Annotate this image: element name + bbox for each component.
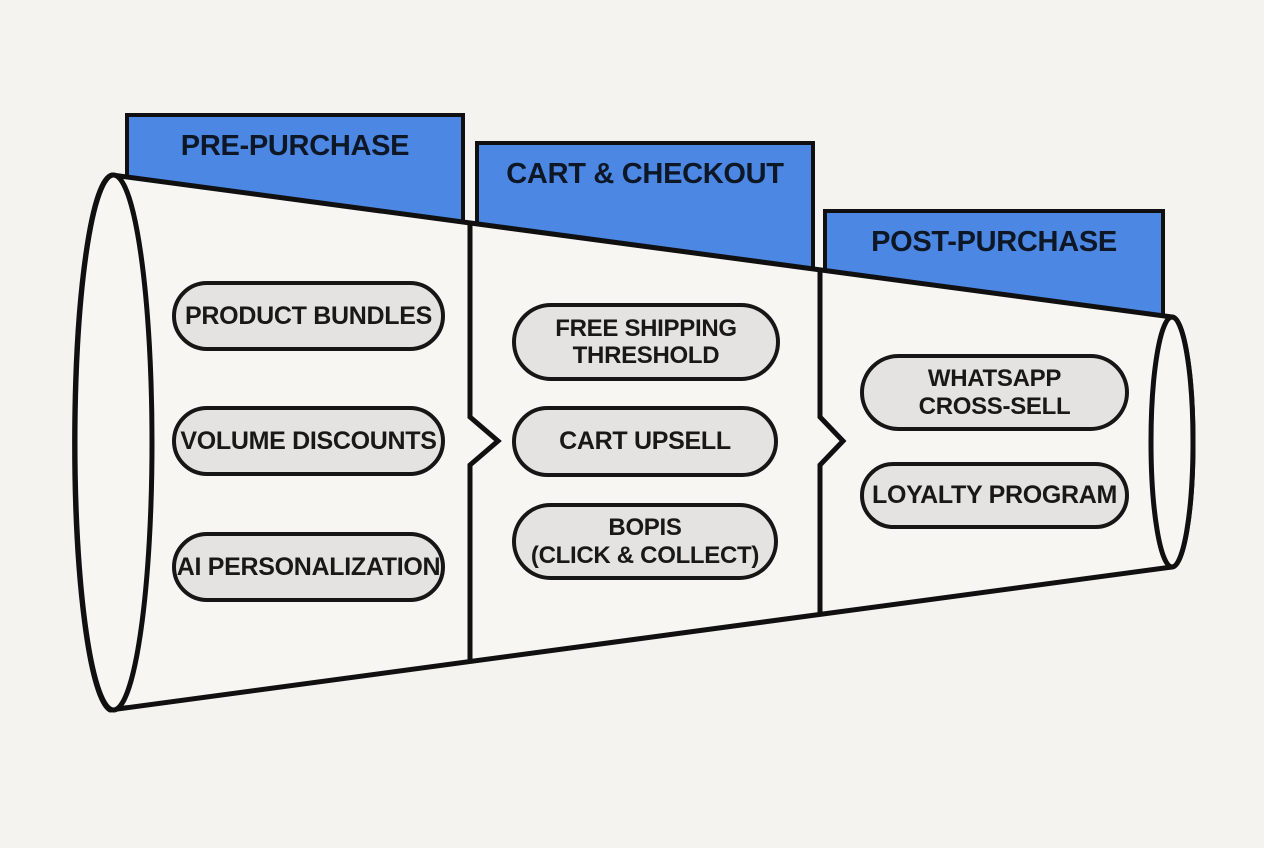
pill-line: (CLICK & COLLECT) <box>530 541 760 569</box>
pill-whatsapp-cross-sell: WHATSAPP CROSS-SELL <box>860 354 1129 431</box>
pill-line: CART UPSELL <box>559 427 731 456</box>
pill-loyalty-program: LOYALTY PROGRAM <box>860 462 1129 529</box>
pill-line: THRESHOLD <box>572 342 720 369</box>
funnel-mouth-left-ellipse <box>72 172 155 713</box>
divider-chevron-2 <box>817 271 847 614</box>
divider-chevron-1 <box>467 224 502 661</box>
pill-product-bundles: PRODUCT BUNDLES <box>172 281 445 351</box>
pill-cart-upsell: CART UPSELL <box>512 406 778 477</box>
pill-line: CROSS-SELL <box>918 392 1071 420</box>
pill-line: FREE SHIPPING <box>555 314 737 342</box>
pill-line: BOPIS <box>608 514 682 542</box>
pill-line: AI PERSONALIZATION <box>176 552 441 581</box>
pill-line: LOYALTY PROGRAM <box>871 481 1118 510</box>
pill-free-shipping-threshold: FREE SHIPPING THRESHOLD <box>512 303 780 381</box>
pill-bopis-click-collect: BOPIS (CLICK & COLLECT) <box>512 503 778 580</box>
pill-line: VOLUME DISCOUNTS <box>180 426 437 455</box>
pill-line: PRODUCT BUNDLES <box>185 301 432 330</box>
funnel-end-right-ellipse <box>1148 314 1196 570</box>
pill-line: WHATSAPP <box>927 365 1062 393</box>
pill-volume-discounts: VOLUME DISCOUNTS <box>172 406 445 476</box>
pill-ai-personalization: AI PERSONALIZATION <box>172 532 445 602</box>
